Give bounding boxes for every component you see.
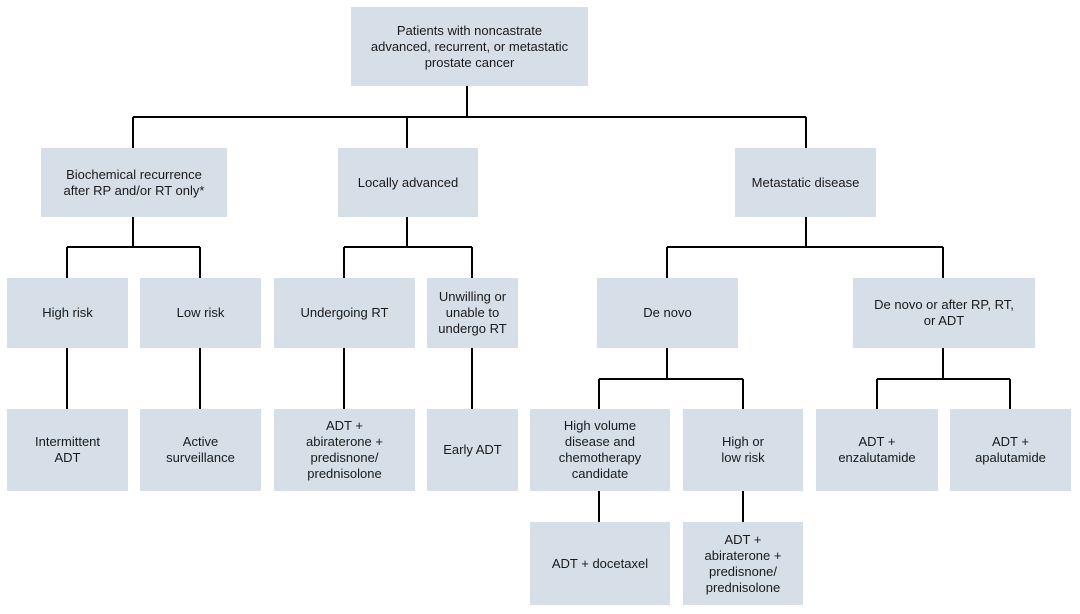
early-adt-node: Early ADT bbox=[427, 409, 518, 491]
adt-enzalutamide-node: ADT + enzalutamide bbox=[816, 409, 938, 491]
biochemical-recurrence-label: Biochemical recurrence after RP and/or R… bbox=[63, 166, 205, 198]
metastatic-disease-label: Metastatic disease bbox=[751, 174, 860, 190]
undergoing-rt-node: Undergoing RT bbox=[274, 278, 415, 348]
high-risk-label: High risk bbox=[42, 305, 93, 320]
adt-abiraterone-rt-label: ADT + abiraterone + predisnone/ predniso… bbox=[306, 418, 383, 481]
intermittent-adt-node: Intermittent ADT bbox=[7, 409, 128, 491]
unwilling-rt-label: Unwilling or unable to undergo RT bbox=[438, 289, 507, 336]
high-low-risk-node: High or low risk bbox=[683, 409, 803, 491]
high-low-risk-label: High or low risk bbox=[721, 434, 765, 465]
high-risk-node: High risk bbox=[7, 278, 128, 348]
low-risk-node: Low risk bbox=[140, 278, 261, 348]
adt-abiraterone-denovo-node: ADT + abiraterone + predisnone/ predniso… bbox=[683, 522, 803, 605]
low-risk-label: Low risk bbox=[176, 305, 225, 320]
adt-abiraterone-rt-node: ADT + abiraterone + predisnone/ predniso… bbox=[274, 409, 415, 491]
high-volume-label: High volume disease and chemotherapy can… bbox=[558, 418, 642, 481]
early-adt-label: Early ADT bbox=[443, 442, 502, 457]
root-node: Patients with noncastrate advanced, recu… bbox=[351, 7, 588, 86]
active-surveillance-label: Active surveillance bbox=[166, 434, 235, 465]
de-novo-node: De novo bbox=[597, 278, 738, 348]
active-surveillance-node: Active surveillance bbox=[140, 409, 261, 491]
intermittent-adt-label: Intermittent ADT bbox=[34, 434, 101, 465]
undergoing-rt-label: Undergoing RT bbox=[300, 305, 389, 320]
unwilling-rt-node: Unwilling or unable to undergo RT bbox=[427, 278, 518, 348]
adt-docetaxel-node: ADT + docetaxel bbox=[530, 522, 670, 605]
adt-docetaxel-label: ADT + docetaxel bbox=[551, 555, 649, 571]
adt-apalutamide-label: ADT + apalutamide bbox=[975, 434, 1046, 465]
adt-abiraterone-denovo-label: ADT + abiraterone + predisnone/ predniso… bbox=[704, 531, 782, 595]
biochemical-recurrence-node: Biochemical recurrence after RP and/or R… bbox=[41, 148, 227, 217]
adt-apalutamide-node: ADT + apalutamide bbox=[950, 409, 1071, 491]
de-novo-label: De novo bbox=[643, 305, 692, 320]
locally-advanced-label: Locally advanced bbox=[357, 174, 459, 190]
de-novo-after-label: De novo or after RP, RT, or ADT bbox=[874, 297, 1014, 328]
locally-advanced-node: Locally advanced bbox=[338, 148, 478, 217]
metastatic-disease-node: Metastatic disease bbox=[735, 148, 876, 217]
de-novo-after-node: De novo or after RP, RT, or ADT bbox=[853, 278, 1035, 348]
high-volume-node: High volume disease and chemotherapy can… bbox=[530, 409, 670, 491]
adt-enzalutamide-label: ADT + enzalutamide bbox=[838, 434, 916, 465]
root-node-label: Patients with noncastrate advanced, recu… bbox=[370, 22, 569, 70]
